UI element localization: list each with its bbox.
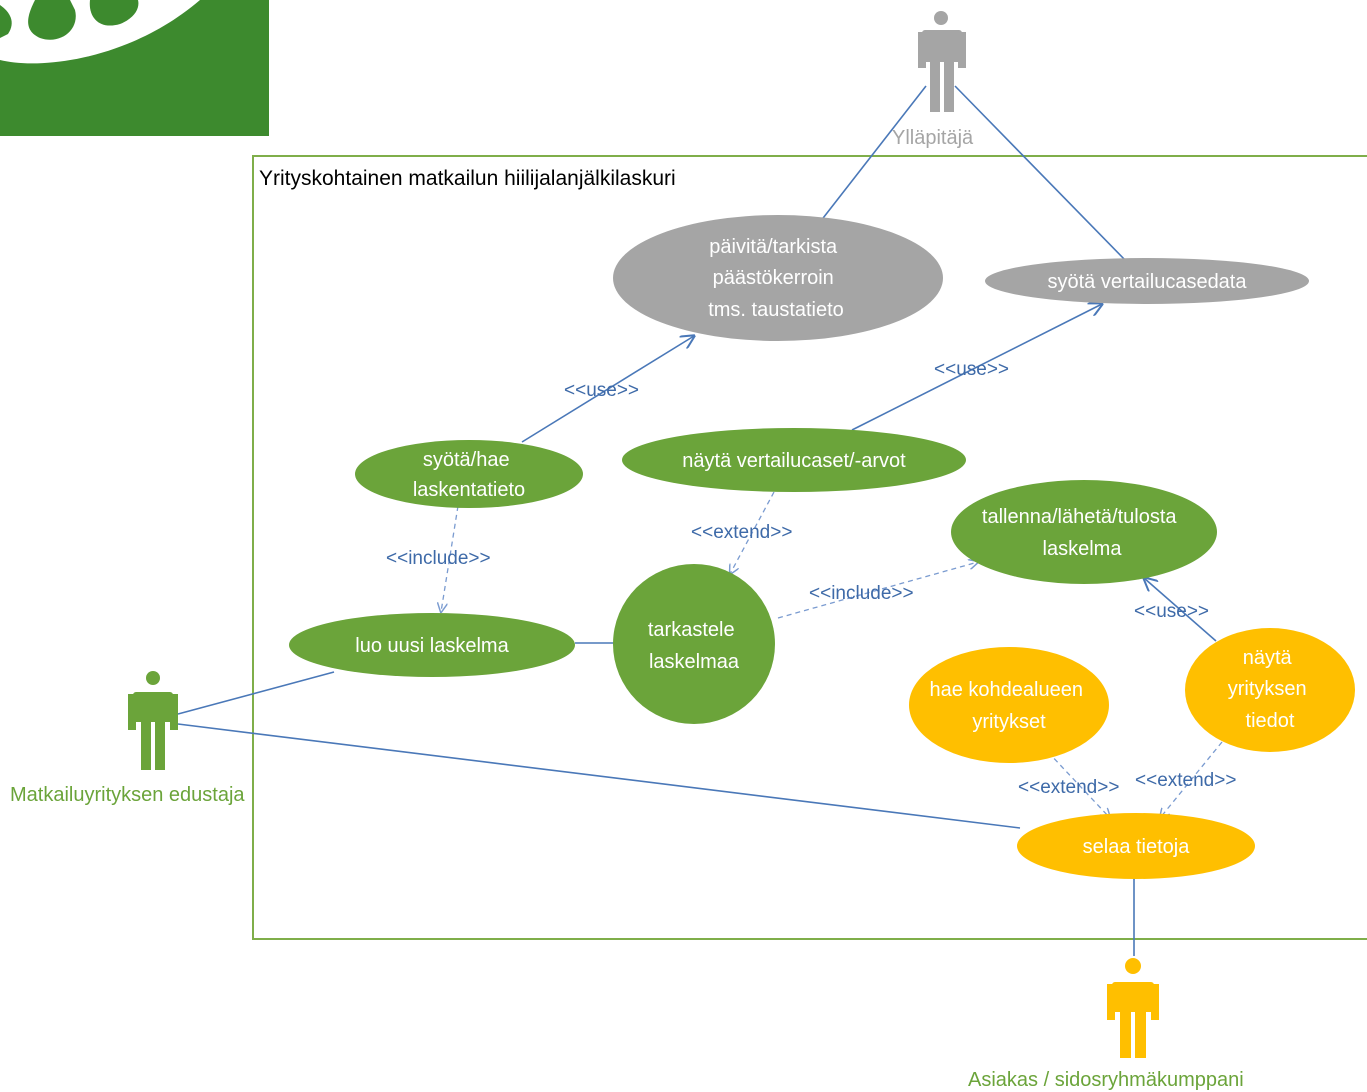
stereotype-use-3: <<use>> — [1134, 601, 1209, 622]
use-line-3 — [1144, 578, 1217, 642]
svg-text:tarkastele laskelmaa: tarkastele laskelmaa — [648, 619, 740, 673]
svg-text:syötä/hae laskentatieto: syötä/hae laskentatieto — [413, 449, 525, 501]
uc-line: luo uusi laskelma — [355, 635, 509, 657]
assoc-rep-new — [177, 671, 335, 715]
include-line-2 — [777, 562, 978, 619]
stereotype-include-1: <<include>> — [386, 548, 491, 569]
person-icon — [1107, 958, 1159, 1058]
extend-line-3 — [1160, 741, 1223, 818]
svg-text:hae kohdealueen yritykse: hae kohdealueen yritykset — [929, 679, 1088, 733]
uc-line: syötä vertailucasedata — [1047, 271, 1247, 293]
actor-company-rep-label: Matkailuyrityksen edustaja — [10, 784, 245, 806]
stereotype-include-2: <<include>> — [809, 583, 914, 604]
use-case-save-send-print[interactable]: tallenna/lähetä/tulosta laskelma — [951, 480, 1217, 584]
uc-line: tallenna/lähetä/tulosta — [982, 506, 1177, 528]
use-line-1 — [521, 336, 694, 443]
uc-line: syötä/hae — [423, 449, 510, 471]
system-boundary — [252, 155, 1367, 940]
use-case-update-factors[interactable]: päivitä/tarkista päästökerroin tms. taus… — [613, 215, 943, 341]
use-case-show-comparison[interactable]: näytä vertailucaset/-arvot — [622, 428, 966, 492]
stereotype-extend-3: <<extend>> — [1135, 770, 1236, 791]
stereotype-extend-2: <<extend>> — [1018, 777, 1119, 798]
svg-text:päivitä/tarkista päästök: päivitä/tarkista päästökerroin tms. taus… — [708, 236, 844, 321]
uc-line: tiedot — [1246, 710, 1295, 732]
uc-line: hae kohdealueen — [929, 679, 1082, 701]
stereotype-use-2: <<use>> — [934, 359, 1009, 380]
uc-line: selaa tietoja — [1083, 836, 1191, 858]
associations — [177, 85, 1217, 956]
stereotype-use-1: <<use>> — [564, 380, 639, 401]
svg-text:näytä yrityksen ti: näytä yrityksen tiedot — [1228, 647, 1312, 732]
actor-admin-label: Ylläpitäjä — [892, 127, 974, 149]
use-case-view-calculation[interactable]: tarkastele laskelmaa — [613, 564, 775, 724]
logo — [0, 0, 269, 136]
uc-line: näytä vertailucaset/-arvot — [682, 450, 906, 472]
actor-customer[interactable]: Asiakas / sidosryhmäkumppani — [968, 958, 1244, 1091]
system-title: Yrityskohtainen matkailun hiilijalanjälk… — [259, 167, 676, 190]
assoc-admin-update — [819, 85, 927, 223]
use-line-2 — [851, 304, 1102, 431]
person-icon — [128, 671, 178, 770]
actor-customer-label: Asiakas / sidosryhmäkumppani — [968, 1069, 1244, 1091]
use-case-browse-info[interactable]: selaa tietoja — [1017, 813, 1255, 879]
assoc-rep-browse — [177, 723, 1021, 829]
uc-line: tarkastele — [648, 619, 735, 641]
uc-line: päivitä/tarkista — [709, 236, 838, 258]
use-case-new-calculation[interactable]: luo uusi laskelma — [289, 613, 575, 677]
uc-line: laskentatieto — [413, 479, 525, 501]
uc-line: laskelmaa — [649, 651, 740, 673]
assoc-admin-comparison — [954, 85, 1128, 263]
person-icon — [918, 11, 966, 112]
use-case-find-companies[interactable]: hae kohdealueen yritykset — [909, 647, 1109, 763]
use-case-enter-calc-data[interactable]: syötä/hae laskentatieto — [355, 440, 583, 508]
extend-line-1 — [730, 491, 775, 574]
extend-line-2 — [1047, 751, 1110, 818]
use-case-enter-comparison[interactable]: syötä vertailucasedata — [985, 258, 1309, 304]
dependencies — [441, 491, 1223, 818]
uc-line: näytä — [1243, 647, 1293, 669]
svg-text:tallenna/lähetä/tulosta: tallenna/lähetä/tulosta laskelma — [982, 506, 1182, 560]
uc-line: laskelma — [1043, 538, 1123, 560]
uc-line: yrityksen — [1228, 678, 1307, 700]
stereotype-extend-1: <<extend>> — [691, 522, 792, 543]
actor-company-rep[interactable]: Matkailuyrityksen edustaja — [10, 671, 245, 806]
use-case-show-company[interactable]: näytä yrityksen tiedot — [1185, 628, 1355, 752]
uc-line: päästökerroin — [713, 267, 834, 289]
uc-line: yritykset — [972, 711, 1046, 733]
actor-admin[interactable]: Ylläpitäjä — [892, 11, 974, 149]
uc-line: tms. taustatieto — [708, 299, 844, 321]
